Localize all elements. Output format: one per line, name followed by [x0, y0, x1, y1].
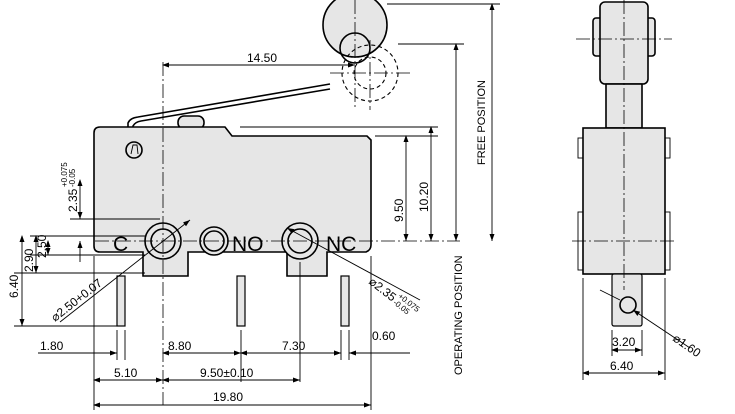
label-c: C [113, 233, 128, 256]
dim-6-40: 6.40 [7, 274, 21, 298]
side-view [572, 0, 676, 327]
side-terminal [611, 273, 643, 327]
dim-7-30: 7.30 [282, 339, 306, 353]
side-dim-dia: ⌀1.60 [670, 331, 703, 360]
dim-8-80: 8.80 [168, 339, 192, 353]
label-no: NO [232, 233, 264, 256]
dim-2-90: 2.90 [22, 248, 36, 272]
dim-5-10: 5.10 [114, 366, 138, 380]
logo-mark [125, 141, 143, 159]
dim-0-60: 0.60 [372, 329, 396, 343]
side-dim-3-20: 3.20 [612, 335, 636, 349]
svg-text:-0.05: -0.05 [68, 168, 77, 187]
dim-body-height-total: 10.20 [417, 182, 431, 212]
terminal-nc [340, 275, 350, 327]
dim-lever-length: 14.50 [247, 51, 277, 65]
dim-hole-dia-left: ⌀2.50+0.07 [48, 276, 105, 325]
dim-19-80: 19.80 [213, 390, 243, 404]
dim-actuator-height: 2.35 +0.075 -0.05 [60, 162, 80, 212]
operating-position-label: OPERATING POSITION [453, 255, 465, 375]
label-nc: NC [326, 233, 356, 256]
side-dim-6-40: 6.40 [610, 359, 634, 373]
terminal-no [236, 275, 246, 327]
dimension-lines [14, 3, 500, 410]
dim-1-80: 1.80 [40, 339, 64, 353]
terminal-c [116, 275, 126, 327]
dim-body-height: 9.50 [392, 198, 406, 222]
dim-9-50: 9.50±0.10 [200, 366, 254, 380]
front-view [93, 0, 460, 405]
dim-2-50: 2.50 [35, 234, 49, 258]
lever-arm [127, 83, 331, 130]
free-position-label: FREE POSITION [476, 80, 488, 165]
side-dimensions [582, 278, 691, 380]
svg-text:+0.075: +0.075 [60, 162, 69, 187]
svg-text:2.35: 2.35 [66, 188, 80, 212]
